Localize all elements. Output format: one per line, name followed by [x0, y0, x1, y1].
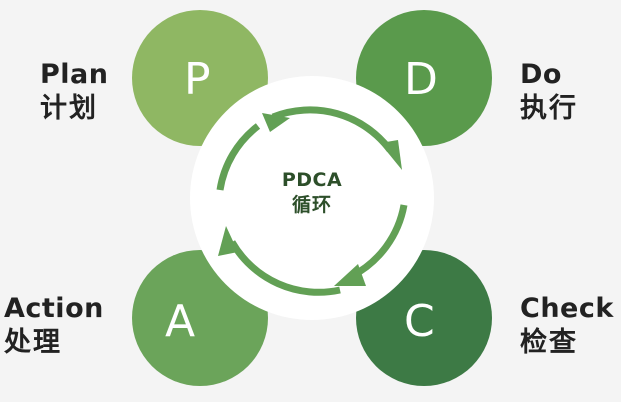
arrow-action-to-plan — [216, 123, 261, 191]
arrowhead-plan-to-do — [380, 140, 402, 170]
center-title-cn: 循环 — [291, 193, 332, 216]
plan-letter: P — [184, 54, 211, 105]
do-label-en: Do — [520, 59, 562, 90]
arrowhead-top-left — [262, 113, 290, 132]
action-label: Action 处理 — [4, 292, 104, 360]
action-label-en: Action — [4, 293, 104, 324]
cycle-arrows — [216, 106, 408, 296]
center-title: PDCA 循环 — [252, 168, 372, 217]
arrow-check-to-action — [228, 240, 341, 296]
check-label-cn: 检查 — [520, 326, 578, 358]
arrowhead-do-to-check — [334, 264, 366, 286]
do-letter: D — [404, 54, 438, 105]
action-label-cn: 处理 — [4, 326, 62, 358]
plan-label-en: Plan — [40, 59, 109, 90]
do-label-cn: 执行 — [520, 92, 578, 124]
check-letter: C — [404, 296, 435, 347]
plan-label: Plan 计划 — [40, 58, 109, 126]
plan-label-cn: 计划 — [40, 92, 98, 124]
action-letter: A — [165, 296, 195, 347]
check-label-en: Check — [520, 293, 614, 324]
center-title-en: PDCA — [281, 169, 343, 191]
do-label: Do 执行 — [520, 58, 578, 126]
arrowhead-check-to-action — [218, 226, 238, 256]
check-label: Check 检查 — [520, 292, 614, 360]
arrow-plan-to-do — [271, 106, 393, 153]
